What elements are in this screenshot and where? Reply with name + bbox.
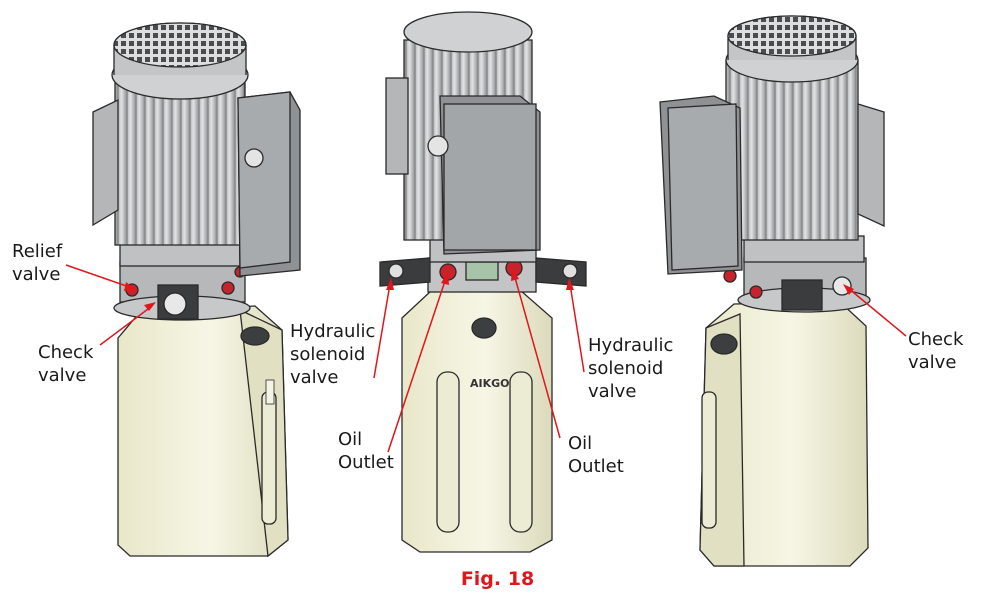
leader-oil-outlet-left bbox=[387, 277, 447, 453]
left-pump-unit bbox=[92, 22, 301, 558]
label-hydraulic-solenoid-valve-left: Hydraulic solenoid valve bbox=[290, 321, 376, 388]
tank-brand-label: AIKGO bbox=[470, 377, 510, 390]
leader-oil-outlet-right bbox=[513, 273, 561, 439]
leader-check-valve-right bbox=[847, 287, 907, 337]
label-check-valve-right: Check valve bbox=[908, 329, 964, 373]
label-hydraulic-solenoid-valve-right: Hydraulic solenoid valve bbox=[588, 335, 674, 402]
leader-solenoid-left bbox=[373, 283, 391, 379]
right-pump-unit bbox=[659, 15, 885, 567]
leader-relief-valve bbox=[65, 264, 133, 289]
leader-lines bbox=[65, 264, 907, 453]
center-pump-unit: AIKGO bbox=[379, 11, 587, 553]
label-oil-outlet-right: Oil Outlet bbox=[568, 433, 624, 477]
leader-solenoid-right bbox=[569, 283, 585, 373]
figure-caption: Fig. 18 bbox=[460, 568, 535, 590]
label-relief-valve: Relief valve bbox=[12, 241, 63, 285]
label-check-valve-left: Check valve bbox=[38, 342, 94, 386]
label-oil-outlet-left: Oil Outlet bbox=[338, 429, 394, 473]
leader-check-valve-left bbox=[99, 305, 153, 346]
